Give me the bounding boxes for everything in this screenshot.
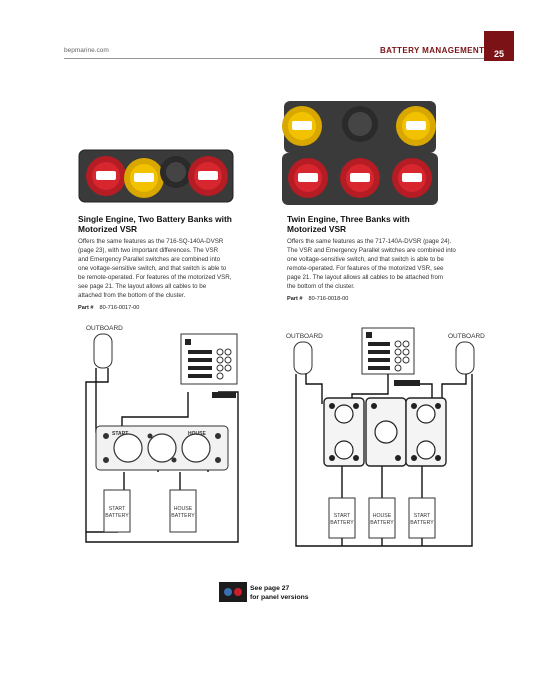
red-switch-knob — [86, 156, 126, 196]
battery-label-line: BATTERY — [105, 513, 129, 519]
outboard-label: OUTBOARD — [448, 333, 485, 340]
battery-label-line: BATTERY — [171, 513, 195, 519]
footer-line: for panel versions — [250, 594, 309, 601]
battery-label-line: BATTERY — [410, 520, 434, 526]
battery-label-line: START — [414, 513, 431, 519]
description-line: The VSR and Emergency Parallel switches … — [287, 247, 456, 254]
outboard-engine — [455, 341, 475, 375]
battery-label-line: HOUSE — [174, 506, 193, 512]
red-switch-knob — [340, 158, 380, 198]
part-number-value: 80-716-0017-00 — [99, 305, 140, 311]
battery-start — [328, 497, 356, 539]
product-title-line: Motorized VSR — [287, 224, 347, 234]
description-line: Offers the same features as the 716-SQ-1… — [78, 238, 224, 245]
battery-start — [408, 497, 436, 539]
product-twin-engine: Twin Engine, Three Banks with Motorized … — [287, 214, 487, 302]
product-description: Offers the same features as the 717-140A… — [287, 237, 487, 291]
panel-versions-note: See page 27 for panel versions — [250, 584, 309, 602]
yellow-switch-knob — [124, 158, 164, 198]
description-line: one voltage-sensitive switch, and that s… — [78, 265, 227, 272]
product-single-engine: Single Engine, Two Battery Banks with Mo… — [78, 214, 268, 311]
product-title-line: Single Engine, Two Battery Banks with — [78, 214, 232, 224]
description-line: one voltage-sensitive switch, and that s… — [287, 256, 444, 263]
product-photo-single-engine — [78, 149, 234, 203]
red-switch-knob — [188, 156, 228, 196]
battery-label-line: START — [334, 513, 351, 519]
section-title: BATTERY MANAGEMENT — [380, 46, 485, 55]
description-line: remote-operated. For features of the mot… — [287, 265, 444, 272]
site-url[interactable]: bepmarine.com — [64, 47, 109, 54]
part-number: Part # 80-716-0017-00 — [78, 305, 268, 311]
outboard-engine — [293, 341, 313, 375]
wiring-diagram-twin-engine: OUTBOARD OUTBOARD — [286, 327, 485, 547]
red-switch-knob — [392, 158, 432, 198]
description-line: the bottom of the cluster. — [287, 283, 355, 290]
bus-bar — [394, 380, 420, 386]
outboard-label: OUTBOARD — [286, 333, 323, 340]
yellow-switch-knob — [396, 106, 436, 146]
part-number-value: 80-716-0018-00 — [308, 296, 349, 302]
outboard-engine — [93, 333, 113, 369]
battery-label-line: START — [109, 506, 126, 512]
product-description: Offers the same features as the 716-SQ-1… — [78, 237, 268, 300]
battery-label-line: BATTERY — [330, 520, 354, 526]
footer-line: See page 27 — [250, 585, 290, 592]
switch-label-start: START — [112, 431, 128, 437]
outboard-label: OUTBOARD — [86, 325, 123, 332]
product-photo-twin-engine — [282, 101, 438, 205]
header-divider — [64, 58, 484, 59]
description-line: see page 21. The layout allows all cable… — [78, 283, 207, 290]
wiring-diagram-single-engine: OUTBOARD START HOUSE START BATTE — [85, 325, 239, 543]
switch-label-house: HOUSE — [188, 431, 206, 437]
battery-start — [103, 489, 131, 533]
description-line: (page 23), with two important difference… — [78, 247, 219, 254]
description-line: Offers the same features as the 717-140A… — [287, 238, 452, 245]
switch-cluster — [323, 397, 447, 467]
dark-switch-knob — [342, 106, 378, 142]
description-line: attached from the bottom of the cluster. — [78, 292, 186, 299]
battery-label-line: HOUSE — [373, 513, 392, 519]
bus-bar — [212, 392, 236, 398]
product-title-line: Twin Engine, Three Banks with — [287, 214, 410, 224]
red-switch-knob — [288, 158, 328, 198]
product-title: Twin Engine, Three Banks with Motorized … — [287, 214, 487, 234]
battery-house — [169, 489, 197, 533]
page-number: 25 — [484, 31, 514, 61]
battery-house — [368, 497, 396, 539]
description-line: be remote-operated. For features of the … — [78, 274, 232, 281]
description-line: and Emergency Parallel switches are comb… — [78, 256, 221, 263]
product-title-line: Motorized VSR — [78, 224, 138, 234]
yellow-switch-knob — [282, 106, 322, 146]
product-title: Single Engine, Two Battery Banks with Mo… — [78, 214, 268, 234]
dark-switch-knob — [160, 156, 192, 188]
part-label: Part # — [78, 305, 94, 311]
part-number: Part # 80-716-0018-00 — [287, 296, 487, 302]
battery-label-line: BATTERY — [370, 520, 394, 526]
panel-thumbnail-icon — [219, 582, 247, 602]
part-label: Part # — [287, 296, 303, 302]
description-line: page 21. The layout allows all cables to… — [287, 274, 444, 281]
